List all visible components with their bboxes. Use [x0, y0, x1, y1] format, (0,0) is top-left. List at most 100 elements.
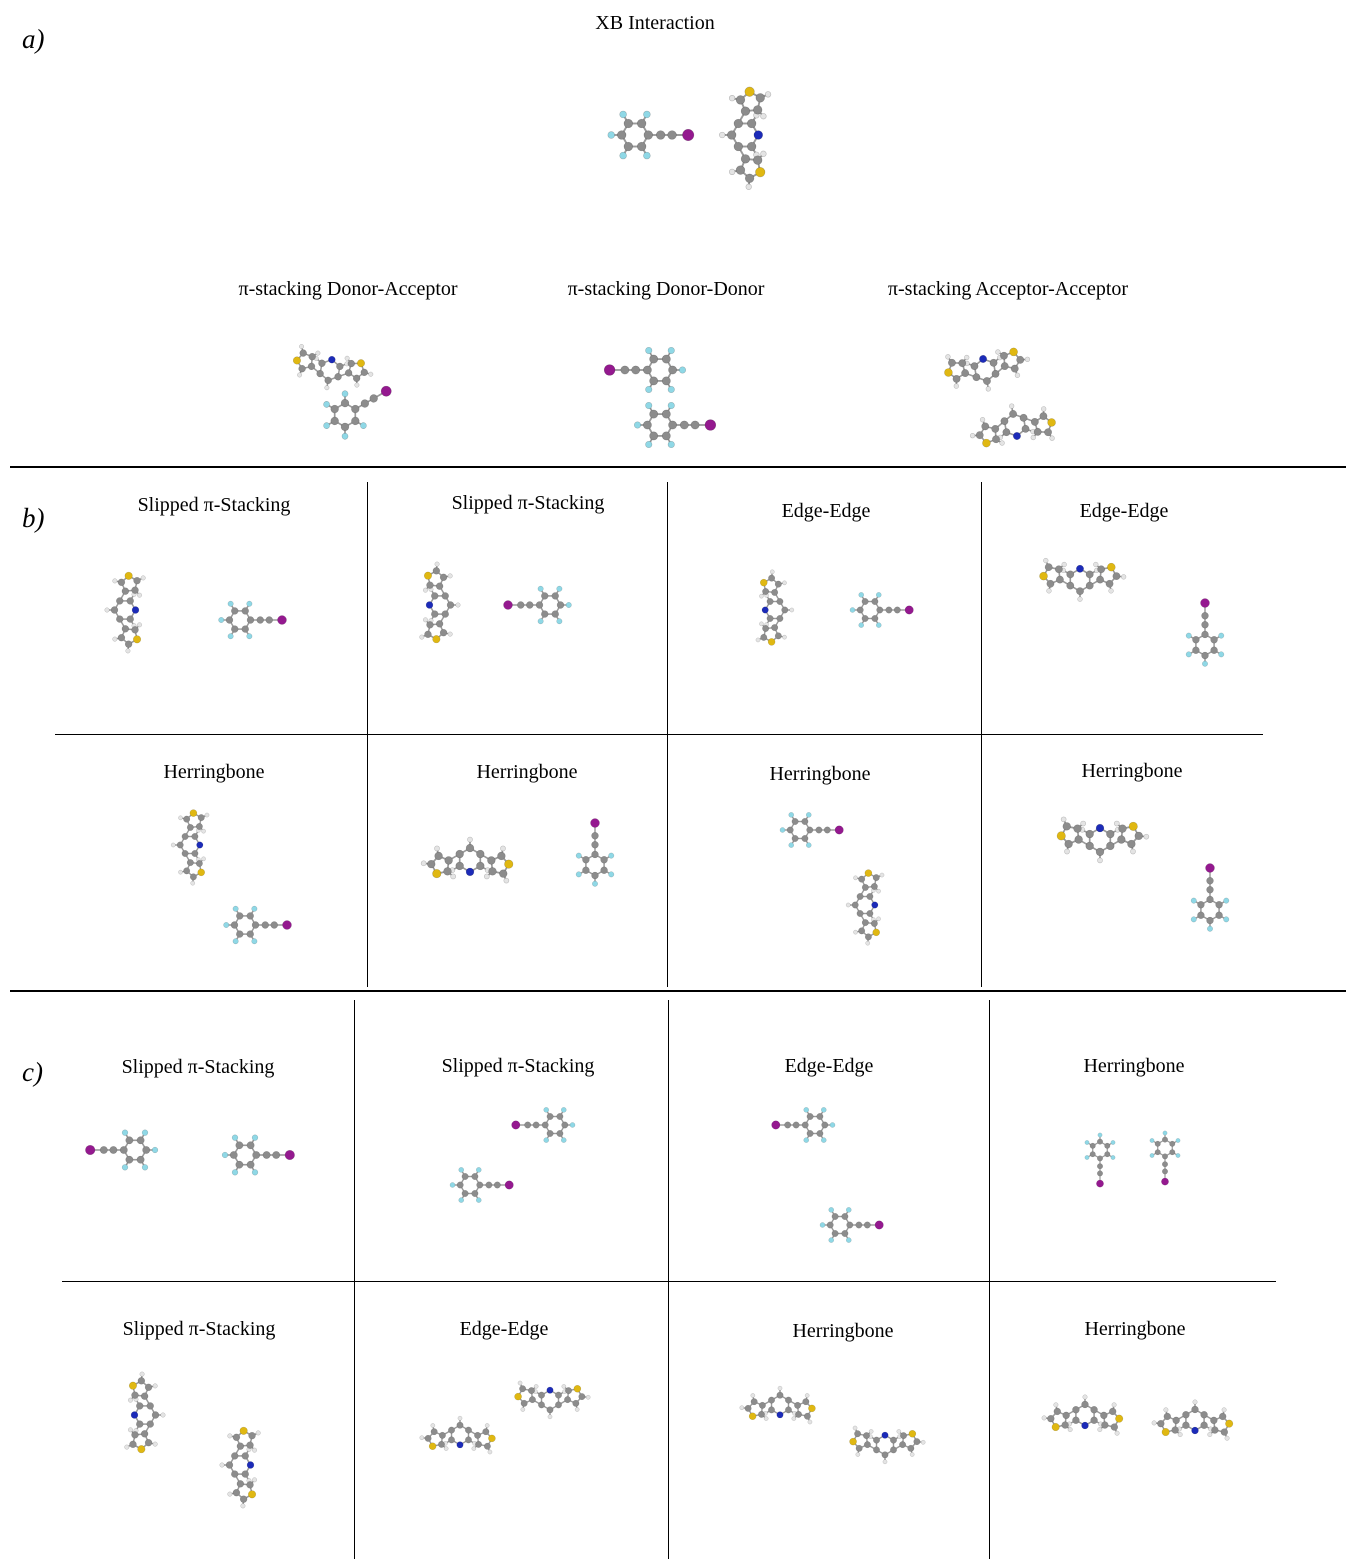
atom-C — [1127, 839, 1136, 849]
atom-F — [227, 633, 234, 640]
atom-C — [455, 861, 464, 871]
atom-H — [368, 371, 374, 377]
atom-H — [419, 634, 425, 640]
atom-C — [197, 814, 205, 822]
atom-C — [456, 1181, 464, 1189]
atom-H — [782, 634, 787, 640]
atom-C — [733, 141, 744, 152]
atom-N — [761, 606, 769, 614]
molecule-svg — [779, 812, 885, 946]
atom-C — [438, 1431, 446, 1439]
atom-C — [861, 598, 869, 605]
atom-H — [1067, 1427, 1073, 1433]
atom-C — [246, 1441, 254, 1449]
atom-C — [136, 1402, 144, 1410]
atom-C — [1010, 364, 1019, 373]
molecule-svg — [449, 1107, 576, 1203]
atom-S — [1051, 1423, 1060, 1432]
atom-H — [160, 1412, 166, 1418]
atom-C — [948, 358, 956, 367]
acceptor-molecule — [221, 1134, 295, 1176]
atom-F — [537, 618, 544, 625]
atom-C — [482, 1428, 490, 1436]
atom-C — [792, 1121, 800, 1129]
atom-C — [117, 634, 126, 642]
atom-C — [873, 1446, 880, 1454]
atom-S — [504, 859, 514, 869]
atom-H — [1224, 1435, 1230, 1441]
atom-C — [1097, 1155, 1103, 1162]
molecule-svg — [755, 569, 914, 646]
atom-H — [125, 648, 131, 654]
atom-S — [137, 1445, 146, 1454]
c-r2c4-title: Herringbone — [1084, 1318, 1186, 1340]
atom-C — [900, 1432, 907, 1440]
atom-F — [458, 1167, 464, 1173]
atom-C — [131, 1391, 139, 1399]
atom-C — [991, 424, 1000, 433]
atom-F — [251, 1134, 259, 1141]
atom-H — [1130, 848, 1136, 855]
atom-C — [142, 1146, 151, 1154]
atom-C — [1112, 572, 1121, 581]
atom-C — [1053, 1407, 1061, 1416]
atom-F — [543, 1107, 549, 1113]
atom-F — [218, 617, 225, 623]
atom-H — [255, 1430, 261, 1436]
atom-H — [759, 593, 764, 599]
atom-C — [727, 130, 737, 140]
atom-C — [841, 1230, 849, 1237]
molecule-svg — [85, 1129, 295, 1176]
atom-C — [136, 1136, 145, 1145]
acceptor-molecule — [1149, 1130, 1181, 1186]
atom-C — [431, 610, 439, 618]
acceptor-molecule — [1084, 1132, 1116, 1188]
atom-H — [484, 873, 490, 880]
atom-C — [129, 1440, 137, 1449]
atom-F — [633, 421, 642, 429]
atom-C — [753, 105, 763, 115]
atom-C — [649, 354, 659, 364]
atom-C — [649, 409, 659, 419]
atom-C — [667, 130, 677, 140]
atom-C — [1096, 575, 1105, 584]
atom-N — [456, 1441, 464, 1449]
molecule-svg — [1041, 1394, 1234, 1441]
molecule-svg — [419, 561, 572, 644]
atom-C — [1104, 1151, 1111, 1158]
atom-C — [340, 422, 350, 432]
atom-C — [146, 1420, 154, 1428]
atom-H — [137, 622, 143, 628]
atom-C — [1089, 1142, 1096, 1149]
atom-C — [538, 1391, 545, 1399]
atom-C — [1089, 1151, 1096, 1158]
atom-C — [791, 818, 799, 825]
atom-C — [318, 359, 326, 367]
atom-C — [774, 580, 782, 588]
atom-I — [682, 129, 695, 141]
atom-C — [1191, 1405, 1199, 1414]
atom-H — [201, 856, 206, 862]
panel-label-b: b) — [22, 503, 45, 533]
atom-C — [1019, 413, 1028, 422]
atom-C — [1062, 1411, 1070, 1420]
atom-C — [841, 1213, 849, 1220]
atom-H — [1143, 833, 1150, 840]
atom-C — [870, 883, 878, 890]
atom-F — [556, 618, 563, 625]
atom-I — [284, 1149, 295, 1161]
molecule-svg — [603, 347, 717, 448]
atom-F — [360, 422, 367, 429]
atom-H — [1030, 434, 1036, 441]
atom-H — [430, 1423, 436, 1428]
atom-C — [858, 875, 866, 883]
atom-C — [546, 1113, 554, 1120]
atom-C — [1066, 570, 1075, 579]
atom-F — [561, 1107, 567, 1113]
atom-F — [1175, 1138, 1181, 1143]
atom-H — [1093, 561, 1099, 568]
atom-H — [139, 1371, 145, 1377]
acceptor-molecule — [223, 905, 292, 945]
atom-C — [1154, 1149, 1161, 1156]
atom-H — [759, 621, 764, 627]
